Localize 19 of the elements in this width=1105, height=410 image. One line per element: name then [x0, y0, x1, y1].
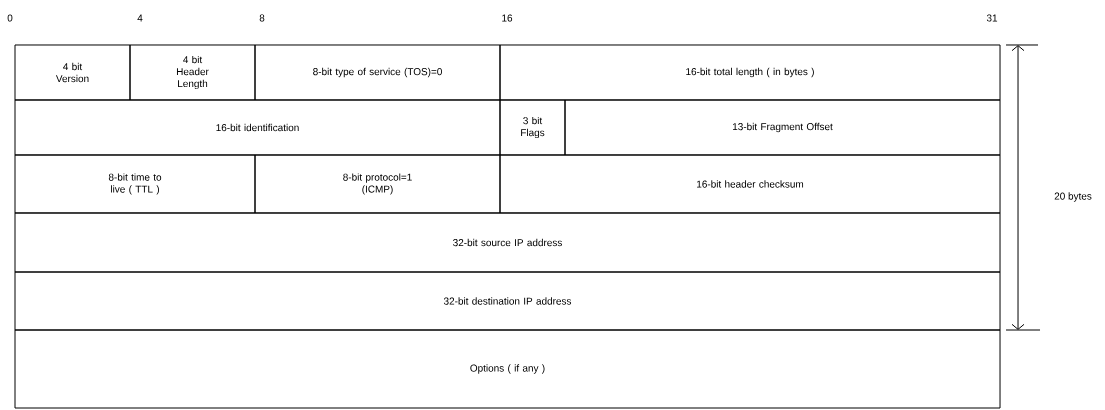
- field-cell: 16-bit identification: [14, 99, 501, 156]
- field-cell: 16-bit total length ( in bytes ): [499, 44, 1001, 101]
- field-cell: 32-bit destination IP address: [14, 271, 1001, 331]
- bit-position: 8: [259, 14, 265, 22]
- field-cell: 8-bit protocol=1 (ICMP): [254, 154, 501, 214]
- field-cell: 16-bit header checksum: [499, 154, 1001, 214]
- bit-position: 0: [7, 14, 13, 22]
- field-cell: 3 bit Flags: [499, 99, 566, 156]
- bit-position: 4: [137, 14, 143, 22]
- field-cell: 32-bit source IP address: [14, 212, 1001, 273]
- field-cell: 4 bit Header Length: [129, 44, 256, 101]
- bit-position: 31: [986, 14, 998, 22]
- field-cell: 13-bit Fragment Offset: [564, 99, 1001, 156]
- field-cell: 4 bit Version: [14, 44, 131, 101]
- field-cell: Options ( if any ): [14, 329, 1001, 409]
- bit-position: 16: [502, 14, 513, 22]
- dimension-label: 20 bytes: [1054, 192, 1092, 202]
- field-cell: 8-bit type of service (TOS)=0: [254, 44, 501, 101]
- field-cell: 8-bit time to live ( TTL ): [14, 154, 256, 214]
